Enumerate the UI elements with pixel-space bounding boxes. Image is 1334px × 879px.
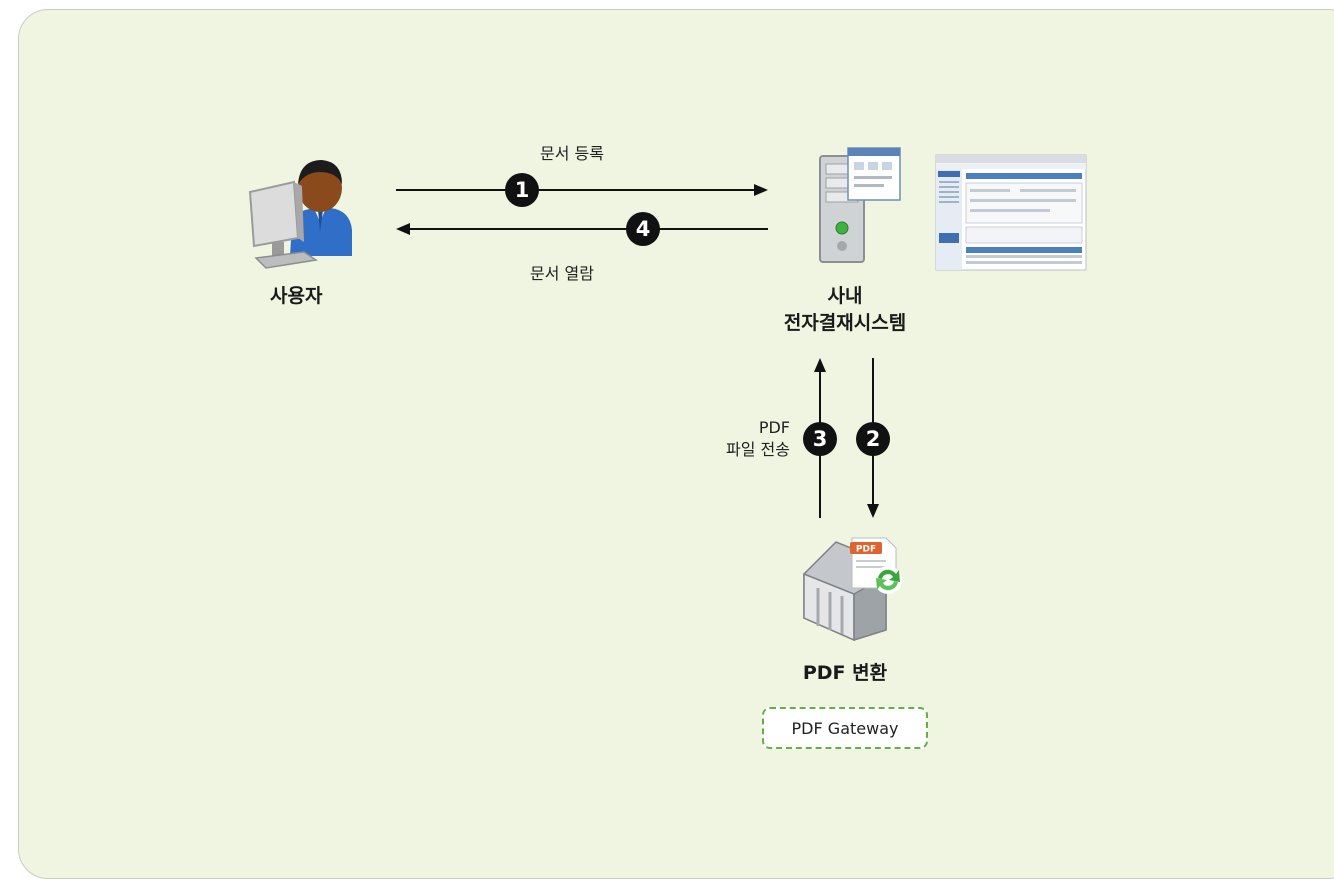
pdf-gateway-box: PDF Gateway: [762, 707, 928, 749]
svg-text:PDF: PDF: [856, 545, 876, 555]
diagram-panel: [18, 9, 1334, 879]
step-3-badge: 3: [803, 422, 837, 456]
system-label-line1: 사내: [827, 285, 863, 307]
server-tower-icon: [819, 147, 901, 263]
pdf-conversion-server-icon: PDF: [803, 537, 902, 642]
system-label-line2: 전자결재시스템: [783, 312, 907, 334]
user-at-computer-icon: [248, 160, 352, 269]
send-pdf-label: PDF 파일 전송: [690, 417, 790, 461]
pdf-gateway-label: PDF Gateway: [791, 718, 899, 738]
converter-label: PDF 변환: [802, 662, 888, 684]
system-label: 사내 전자결재시스템: [760, 283, 930, 337]
register-label: 문서 등록: [540, 144, 604, 163]
step-4-badge: 4: [626, 212, 660, 246]
step-1-badge: 1: [505, 173, 539, 207]
web-app-screenshot-icon: [935, 154, 1087, 271]
view-label: 문서 열람: [530, 264, 594, 283]
send-pdf-label-line2: 파일 전송: [726, 440, 790, 459]
send-pdf-label-line1: PDF: [758, 418, 790, 437]
user-label: 사용자: [270, 285, 323, 307]
step-2-badge: 2: [856, 422, 890, 456]
